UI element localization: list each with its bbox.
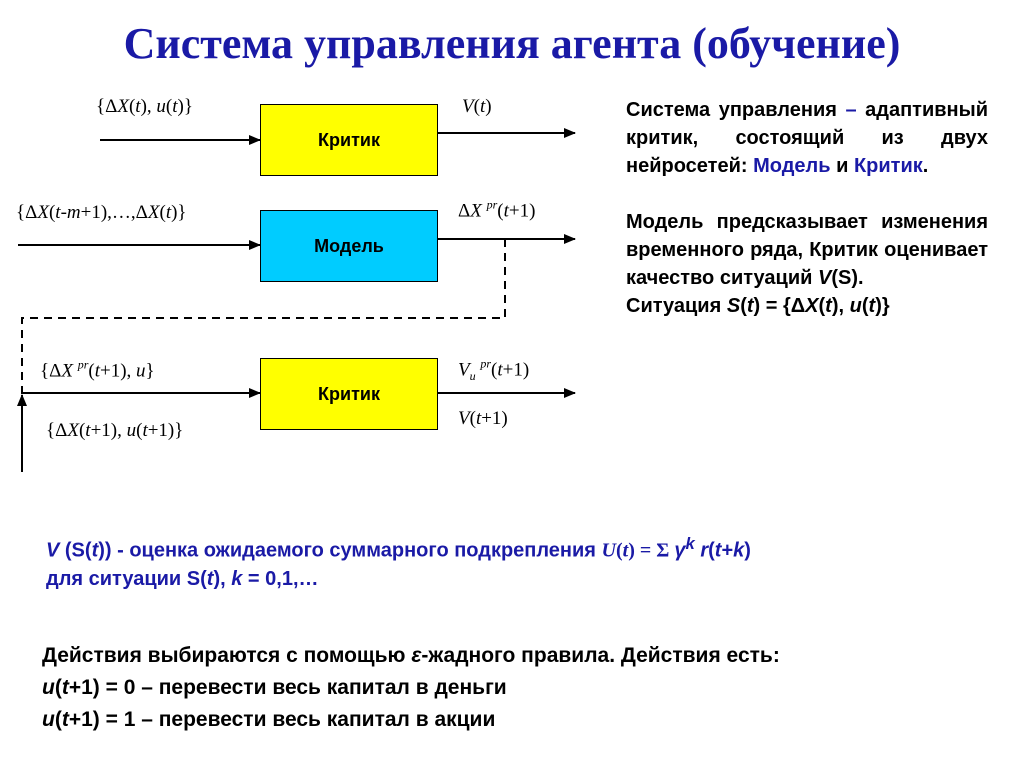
model-input-label: {ΔX(t-m+1),…,ΔX(t)} bbox=[16, 202, 187, 223]
value-definition-line-2: для ситуации S(t), k = 0,1,… bbox=[46, 567, 319, 590]
critic-bottom-input-label-2: {ΔX(t+1), u(t+1)} bbox=[46, 420, 184, 441]
critic-bottom-box: Критик bbox=[260, 358, 438, 430]
description-situation: Ситуация S(t) = {ΔX(t), u(t)} bbox=[626, 295, 890, 317]
critic-bottom-input-label-1: {ΔX pr(t+1), u} bbox=[40, 358, 155, 382]
model-output-label: ΔX pr(t+1) bbox=[458, 198, 536, 222]
value-definition: V (S(t)) - оценка ожидаемого суммарного … bbox=[46, 530, 986, 593]
actions-line-3: u(t+1) = 1 – перевести весь капитал в ак… bbox=[42, 708, 496, 731]
model-box: Модель bbox=[260, 210, 438, 282]
value-definition-line-1: V (S(t)) - оценка ожидаемого суммарного … bbox=[46, 534, 751, 562]
system-description: Система управления – адаптивный критик, … bbox=[626, 96, 988, 320]
critic-top-output-label: V(t) bbox=[462, 96, 492, 117]
actions-line-1: Действия выбираются с помощью ε-жадного … bbox=[42, 644, 780, 667]
page-title: Система управления агента (обучение) bbox=[123, 19, 901, 68]
critic-top-box: Критик bbox=[260, 104, 438, 176]
critic-bottom-output-label-1: Vu pr(t+1) bbox=[458, 357, 530, 384]
description-paragraph-2: Модель предсказывает изменения временног… bbox=[626, 211, 988, 289]
actions-line-2: u(t+1) = 0 – перевести весь капитал в де… bbox=[42, 676, 507, 699]
critic-bottom-output-label-2: V(t+1) bbox=[458, 408, 508, 429]
actions-description: Действия выбираются с помощью ε-жадного … bbox=[42, 640, 1002, 736]
description-paragraph-1: Система управления – адаптивный критик, … bbox=[626, 99, 989, 177]
critic-top-input-label: {ΔX(t), u(t)} bbox=[96, 96, 193, 117]
model-feedback-dashed-line bbox=[21, 239, 506, 400]
